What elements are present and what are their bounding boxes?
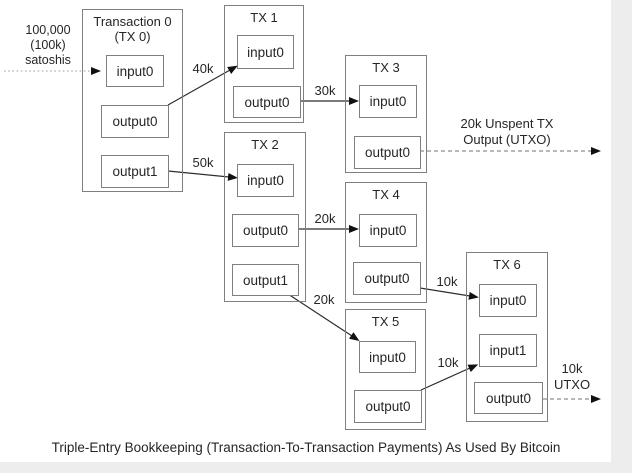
utxo-20k-label: 20k Unspent TX Output (UTXO)	[428, 116, 586, 147]
port-tx6-input0: input0	[479, 284, 537, 317]
node-tx1-title: TX 1	[250, 10, 278, 25]
utxo-20k-label-line1: 20k Unspent TX	[460, 116, 554, 131]
node-tx3: TX 3 input0 output0	[345, 55, 427, 173]
node-tx1: TX 1 input0 output0	[224, 5, 304, 123]
port-tx0-input0: input0	[106, 55, 164, 87]
port-tx6-input1: input1	[479, 334, 537, 367]
port-tx2-output1: output1	[232, 264, 299, 296]
diagram-caption: Triple-Entry Bookkeeping (Transaction-To…	[51, 440, 561, 455]
port-tx4-input0: input0	[359, 214, 417, 247]
edge-label-tx0-tx2: 50k	[192, 155, 214, 170]
right-edge-strip	[611, 0, 632, 473]
edge-label-tx0-tx1: 40k	[192, 61, 214, 76]
edge-label-tx2-tx4: 20k	[314, 211, 336, 226]
source-amount-label: 100,000 (100k) satoshis	[14, 23, 82, 68]
edge-label-tx5-tx6: 10k	[437, 355, 459, 370]
utxo-10k-label: 10k UTXO	[545, 361, 599, 392]
node-tx0-title: Transaction 0 (TX 0)	[83, 10, 182, 44]
utxo-10k-label-line1: 10k	[561, 361, 583, 376]
node-tx0-title-line1: Transaction 0	[93, 14, 172, 29]
node-tx4: TX 4 input0 output0	[345, 182, 427, 303]
port-tx3-input0: input0	[359, 85, 417, 118]
port-tx3-output0: output0	[354, 136, 421, 169]
utxo-10k-label-line2: UTXO	[553, 376, 591, 392]
node-tx4-title: TX 4	[372, 187, 400, 202]
arrow-tx5-output0-to-tx6-input1	[420, 364, 479, 391]
source-amount-line2: (100k)	[30, 38, 66, 52]
node-tx0: Transaction 0 (TX 0) input0 output0 outp…	[82, 9, 183, 192]
arrow-tx0-output0-to-tx1-input0	[167, 65, 238, 106]
bottom-edge-strip	[0, 462, 632, 473]
node-tx6: TX 6 input0 input1 output0	[466, 252, 548, 422]
arrow-tx4-output0-to-tx6-input0	[419, 287, 479, 300]
port-tx6-output0: output0	[474, 382, 543, 414]
utxo-20k-label-line2: Output (UTXO)	[463, 131, 551, 147]
edge-label-tx1-tx3: 30k	[314, 83, 336, 98]
port-tx5-output0: output0	[354, 390, 422, 423]
port-tx5-input0: input0	[359, 341, 416, 373]
source-amount-line1: 100,000	[25, 23, 71, 37]
edge-label-tx4-tx6: 10k	[436, 274, 458, 289]
port-tx2-input0: input0	[237, 164, 294, 197]
port-tx0-output1: output1	[101, 155, 169, 188]
edge-label-tx2-tx5: 20k	[313, 292, 335, 307]
port-tx0-output0: output0	[101, 105, 169, 138]
node-tx5: TX 5 input0 output0	[345, 309, 426, 430]
port-tx1-input0: input0	[237, 35, 294, 69]
node-tx6-title: TX 6	[493, 257, 521, 272]
port-tx2-output0: output0	[232, 214, 299, 247]
port-tx4-output0: output0	[353, 262, 421, 295]
port-tx1-output0: output0	[233, 86, 301, 118]
node-tx5-title: TX 5	[371, 314, 400, 329]
source-amount-line3: satoshis	[25, 53, 71, 67]
node-tx0-title-line2: (TX 0)	[114, 29, 151, 44]
node-tx2-title: TX 2	[251, 137, 279, 152]
node-tx3-title: TX 3	[372, 60, 400, 75]
arrow-tx0-output1-to-tx2-input0	[167, 170, 238, 181]
node-tx2: TX 2 input0 output0 output1	[224, 132, 306, 302]
